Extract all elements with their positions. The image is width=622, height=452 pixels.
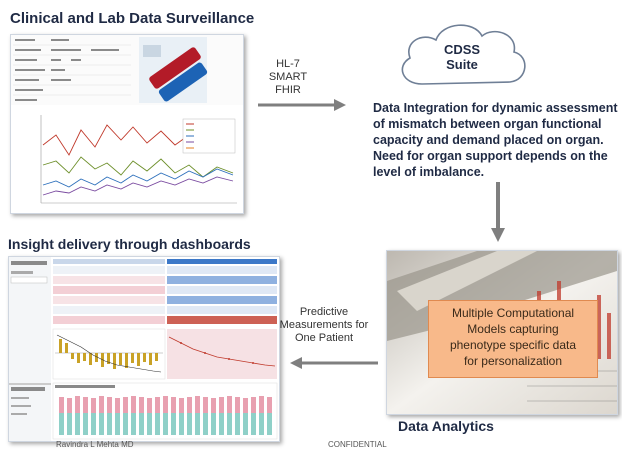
clinical-title: Clinical and Lab Data Surveillance: [10, 10, 255, 27]
analytics-title: Data Analytics: [398, 418, 494, 434]
clinical-data-screenshot: [10, 34, 244, 214]
cdss-label: CDSS Suite: [392, 42, 532, 72]
model-line2: Models capturing: [467, 322, 559, 336]
protocol-hl7: HL-7: [276, 58, 300, 70]
arrow-to-cdss: [258, 99, 346, 111]
protocol-fhir: FHIR: [275, 84, 301, 96]
integration-description: Data Integration for dynamic assessment …: [373, 101, 618, 179]
model-line3: phenotype specific data: [449, 338, 577, 352]
footer-confidential: CONFIDENTIAL: [328, 440, 387, 449]
dashboard-thumbnail: [9, 257, 278, 441]
dashboard-screenshot: [8, 256, 280, 442]
predictive-line2: Measurements for: [279, 319, 369, 331]
clinical-chart-thumbnail: [11, 35, 243, 204]
cdss-line2: Suite: [446, 57, 478, 72]
cdss-cloud-icon: [401, 24, 526, 85]
insight-title: Insight delivery through dashboards: [8, 236, 251, 252]
predictive-labels: Predictive Measurements for One Patient: [274, 306, 374, 345]
predictive-line3: One Patient: [294, 332, 354, 344]
arrow-down-to-analytics: [491, 182, 505, 242]
footer-author: Ravindra L Mehta MD: [56, 440, 134, 449]
protocol-smart: SMART: [268, 71, 308, 83]
model-line1: Multiple Computational: [451, 306, 575, 320]
protocol-labels: HL-7 SMART FHIR: [262, 58, 314, 97]
predictive-line1: Predictive: [299, 306, 349, 318]
arrow-to-dashboard: [290, 357, 378, 369]
computational-models-box: Multiple Computational Models capturing …: [428, 300, 598, 378]
model-line4: for personalization: [463, 354, 563, 368]
cdss-line1: CDSS: [443, 42, 481, 57]
